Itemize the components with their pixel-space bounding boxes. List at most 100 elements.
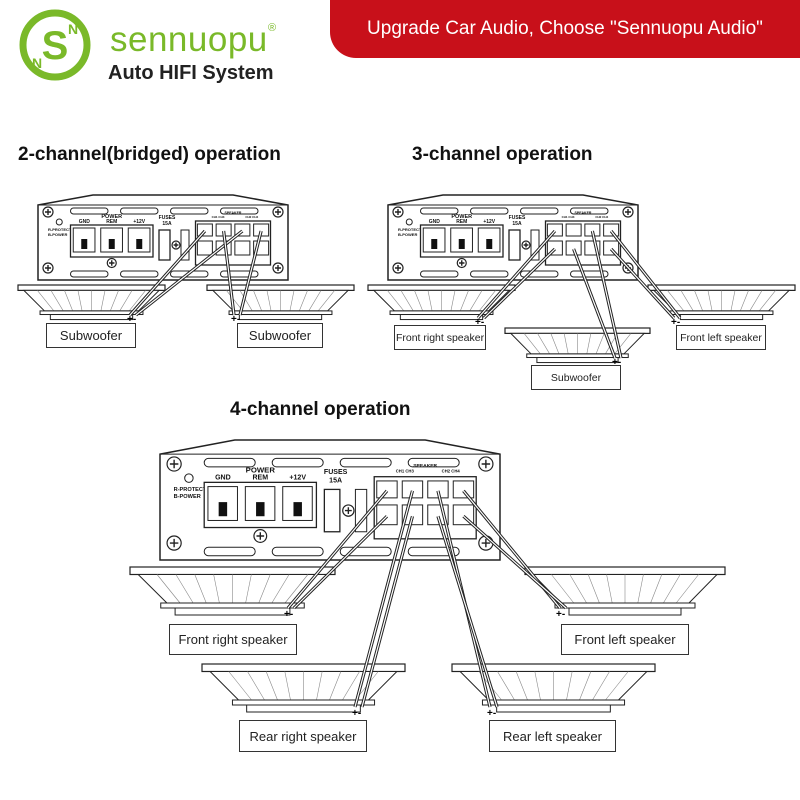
vent-slot (220, 207, 259, 215)
cone-rib (228, 671, 252, 701)
screw-cross (169, 459, 179, 469)
screw-cross (275, 209, 281, 215)
cone-rib (284, 574, 309, 604)
polarity-mark: +- (475, 317, 484, 328)
wire-core (591, 230, 622, 359)
speaker-rim (367, 284, 516, 292)
cone-rib (563, 333, 569, 354)
speaker-magnet (399, 314, 484, 321)
cone-rib (128, 290, 146, 312)
registered-mark: ® (268, 22, 277, 34)
cone-rib (64, 290, 73, 312)
logo-s: S (42, 24, 69, 68)
cone-rib (730, 290, 736, 311)
amp-label: POWER (451, 214, 472, 220)
cone-rib (450, 290, 456, 311)
screw-cross (256, 532, 265, 540)
cone-rib (308, 290, 322, 312)
cone-rib (663, 574, 681, 604)
led-indicator (405, 218, 413, 226)
amp-label: FUSES (509, 215, 526, 221)
amp-label: B-POWER (48, 232, 67, 237)
vent-slot (170, 207, 209, 215)
speaker-terminal (565, 223, 582, 237)
screw-cross (481, 459, 491, 469)
terminal-screw (486, 239, 493, 249)
label-subwoofer-3ch: Subwoofer (531, 365, 621, 390)
fuse-holder (508, 229, 521, 261)
label-subwoofer-left: Subwoofer (46, 323, 136, 348)
cone-rib (77, 290, 83, 311)
fuse-holder (323, 488, 341, 533)
amp-label: POWER (101, 214, 122, 220)
speaker-basket (389, 310, 494, 316)
title-2-channel: 2-channel(bridged) operation (18, 144, 281, 165)
screw-cross (169, 538, 179, 548)
cone-rib (469, 290, 483, 312)
terminal-screw (431, 239, 438, 249)
amp-label: R-PROTECT (48, 227, 72, 232)
cone-rib (156, 574, 181, 604)
cone-rib (427, 290, 433, 311)
amp-label: CH2 CH4 (442, 468, 461, 473)
speaker-subwoofer-3ch (504, 327, 651, 364)
speaker-basket (669, 310, 774, 316)
amp-label: R-PROTECT (174, 487, 207, 493)
cone-rib (387, 290, 405, 312)
speaker-rim (524, 566, 726, 576)
speaker-basket (160, 602, 305, 609)
wire-core (437, 516, 498, 708)
amplifier-3ch: R-PROTECTB-POWERGNDPOWERREM+12VFUSES15AS… (387, 194, 639, 281)
title-4-channel: 4-channel operation (230, 399, 411, 420)
cone-rib (606, 574, 613, 604)
fuse-holder (158, 229, 171, 261)
cone-rib (595, 333, 605, 355)
speaker-magnet (536, 357, 619, 364)
cone-rib (614, 333, 632, 355)
cone-rib (316, 671, 323, 701)
amp-label: +12V (289, 475, 306, 482)
amp-label: CH1 CH3 (212, 215, 225, 219)
cone-rib (342, 671, 360, 701)
cone-rib (119, 290, 133, 312)
speaker-basket (228, 310, 333, 316)
speaker-subwoofer-1 (17, 284, 166, 321)
label-rear-left-4ch: Rear left speaker (489, 720, 616, 752)
screw-cross (344, 507, 352, 514)
wire-core (361, 516, 414, 708)
cone-rib (414, 290, 423, 312)
cone-rib (758, 290, 776, 312)
cone-rib (566, 671, 573, 701)
speaker-terminal (234, 240, 251, 256)
amp-label: CH1 CH3 (396, 468, 415, 473)
screw-cross (275, 265, 281, 271)
vent-slot (420, 207, 459, 215)
cone-rib (515, 671, 528, 701)
fuse-holder (530, 229, 540, 261)
speaker-rim (647, 284, 796, 292)
amp-label: FUSES (159, 215, 176, 221)
cone-rib (605, 671, 629, 701)
screw-cross (481, 538, 491, 548)
cone-rib (478, 290, 496, 312)
speaker-terminal (427, 480, 449, 499)
speaker-rim (17, 284, 166, 292)
amp-label: GND (215, 475, 231, 482)
cone-rib (253, 290, 262, 312)
brand-name: sennuopu (110, 20, 268, 59)
speaker-rear-left-4ch (451, 663, 656, 713)
speaker-subwoofer-2 (206, 284, 355, 321)
amp-label: CH2 CH4 (595, 215, 608, 219)
vent-slot (271, 546, 324, 557)
speaker-basket (481, 699, 626, 706)
screw-cross (395, 209, 401, 215)
vent-slot (570, 207, 609, 215)
amp-label: +12V (483, 219, 495, 225)
wire-core (573, 248, 616, 359)
terminal-screw (136, 239, 143, 249)
vent-slot (120, 207, 159, 215)
screw-cross (395, 265, 401, 271)
amp-label: REM (252, 475, 268, 482)
wire-core (610, 248, 675, 319)
screw-cross (523, 242, 529, 248)
